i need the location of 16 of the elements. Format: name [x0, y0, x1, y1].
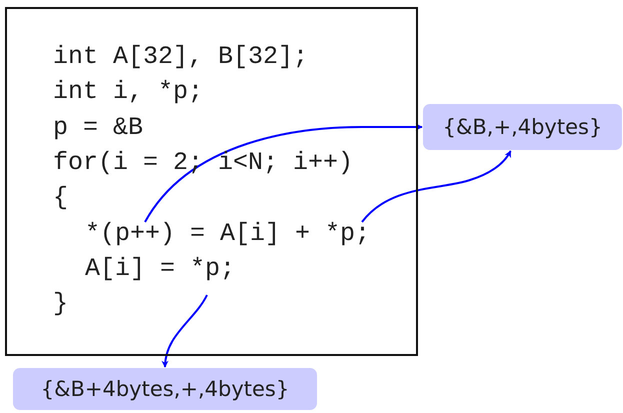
arrow [162, 294, 208, 368]
code-line: *(p++) = A[i] + *p; [85, 218, 370, 248]
code-line: A[i] = *p; [85, 254, 236, 284]
annotation-text: {&B,+,4bytes} [442, 115, 602, 139]
code-line: } [53, 289, 68, 320]
code-line: p = &B [53, 112, 144, 143]
annotation-box [423, 104, 622, 150]
code-line: for(i = 2; i<N; i++) [53, 148, 354, 178]
arrow [144, 124, 423, 223]
code-line: { [53, 183, 68, 214]
code-line: int A[32], B[32]; [53, 42, 308, 72]
code-box [5, 7, 418, 356]
annotation-box [13, 368, 317, 410]
annotation-text: {&B+4bytes,+,4bytes} [40, 377, 290, 401]
arrow [361, 150, 512, 223]
code-line: int i, *p; [53, 77, 204, 108]
